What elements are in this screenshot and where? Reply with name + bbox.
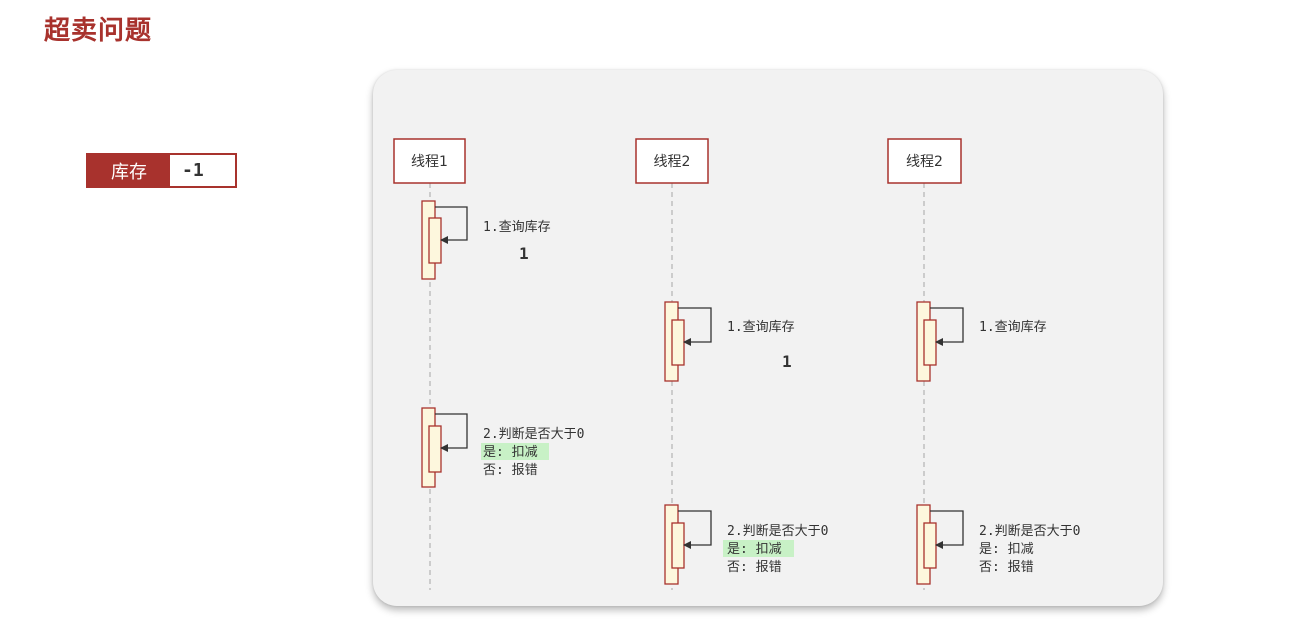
t3-query-label: 1.查询库存 <box>979 319 1047 335</box>
t1-query-value: 1 <box>519 244 529 263</box>
t2-query-value: 1 <box>782 352 792 371</box>
t2-judge-label: 2.判断是否大于0 <box>727 524 828 539</box>
t1-judge-label: 2.判断是否大于0 <box>483 427 584 442</box>
activation-t2-query <box>664 301 712 382</box>
actor-thread3-label: 线程2 <box>906 154 943 170</box>
t3-judge-label: 2.判断是否大于0 <box>979 524 1080 539</box>
actor-thread3: 线程2 <box>887 138 962 184</box>
actor-thread2-label: 线程2 <box>654 154 691 170</box>
actor-thread2: 线程2 <box>635 138 709 184</box>
t1-yes-label: 是: 扣减 <box>483 445 538 460</box>
t2-yes-label: 是: 扣减 <box>727 542 782 557</box>
stock-indicator: 库存 -1 <box>86 153 237 188</box>
t2-query-label: 1.查询库存 <box>727 319 795 335</box>
t1-yes-highlight <box>481 443 549 460</box>
actor-thread1: 线程1 <box>393 138 466 184</box>
activation-t3-query <box>916 301 964 382</box>
activation-t1-judge <box>421 407 468 488</box>
stock-label: 库存 <box>88 155 170 186</box>
page-title: 超卖问题 <box>44 16 153 46</box>
sequence-diagram-panel <box>373 70 1163 606</box>
t3-yes-label: 是: 扣减 <box>979 542 1034 557</box>
activation-t1-query <box>421 200 468 280</box>
t2-no-label: 否: 报错 <box>727 560 782 575</box>
t2-yes-highlight <box>723 540 794 557</box>
t1-no-label: 否: 报错 <box>483 463 538 478</box>
activation-t2-judge <box>664 504 712 585</box>
activation-t3-judge <box>916 504 964 585</box>
t3-no-label: 否: 报错 <box>979 560 1034 575</box>
t1-query-label: 1.查询库存 <box>483 219 551 235</box>
actor-thread1-label: 线程1 <box>411 154 448 170</box>
stock-value: -1 <box>182 160 204 181</box>
